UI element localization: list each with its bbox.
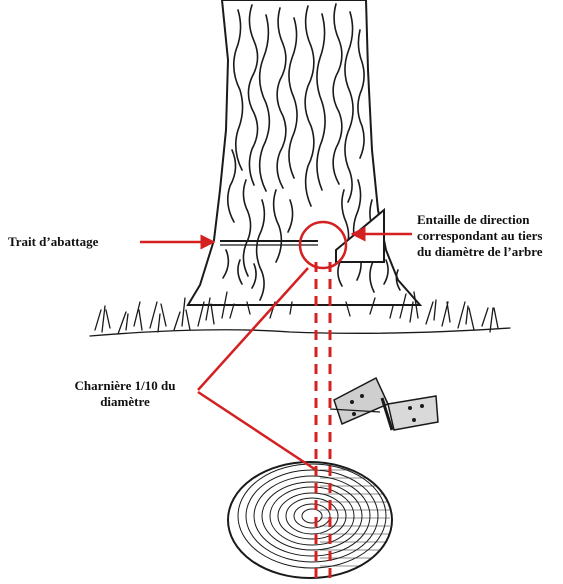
notch-label-line-1: Entaille de direction <box>417 212 543 228</box>
notch-label-line-3: du diamètre de l’arbre <box>417 244 543 260</box>
stump-cross-section <box>228 462 392 578</box>
felling-cut-label: Trait d’abattage <box>8 234 98 250</box>
hinge-label: Charnière 1/10 du diamètre <box>50 378 200 410</box>
hinge-label-line-2: diamètre <box>50 394 200 410</box>
hinge-label-line-1: Charnière 1/10 du <box>50 378 200 394</box>
directional-notch-label: Entaille de direction correspondant au t… <box>417 212 543 260</box>
notch-label-line-2: correspondant au tiers <box>417 228 543 244</box>
hinge-connector-lower <box>198 392 316 470</box>
hinge-icon <box>330 378 438 430</box>
